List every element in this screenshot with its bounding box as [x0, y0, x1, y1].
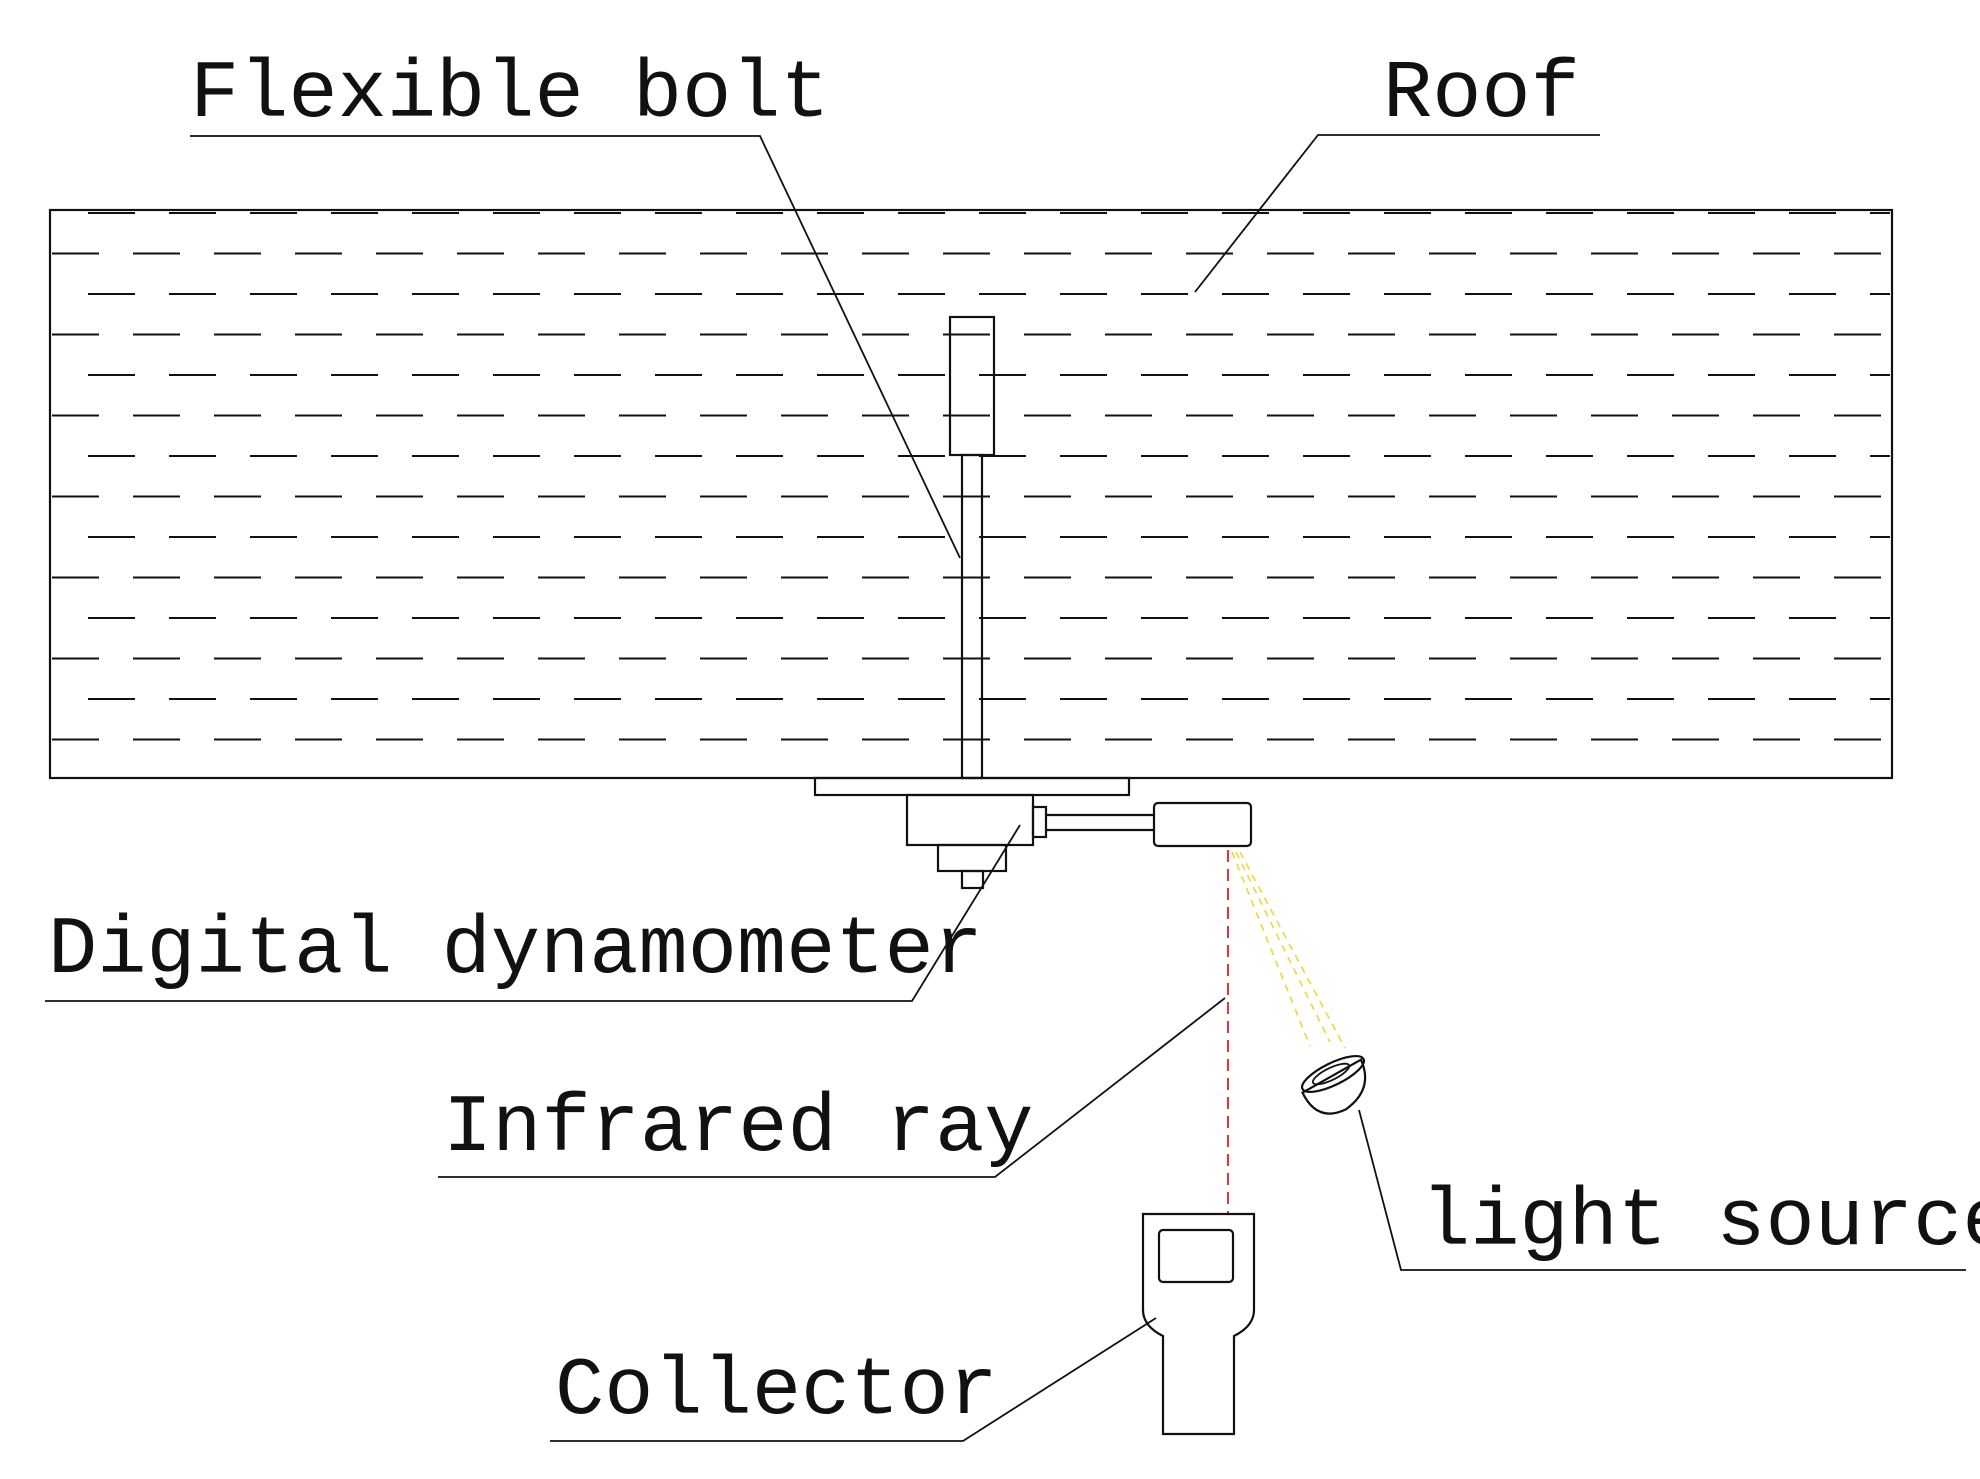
collector-screen [1157, 1228, 1235, 1284]
dynamometer-body [905, 793, 1035, 847]
collector-device [1141, 1212, 1256, 1436]
light-source-beams [1231, 851, 1346, 1049]
label-roof: Roof [1383, 48, 1580, 141]
collector-body [1141, 1212, 1256, 1436]
leader-lines [45, 134, 1966, 1442]
light-beam-3 [1239, 851, 1346, 1049]
roof-hatching [52, 212, 1890, 741]
infrared-emitter [1152, 801, 1253, 848]
label-flexible-bolt: Flexible bolt [190, 48, 830, 141]
bolt-anchor-head [948, 315, 996, 457]
digital-dynamometer-assembly [813, 776, 1253, 890]
leader-flexible-bolt [190, 135, 961, 559]
roof-block [48, 208, 1894, 780]
roof-outline [48, 208, 1894, 780]
leader-light-source [1358, 1109, 1966, 1271]
dynamometer-nut [960, 869, 985, 890]
light-beam-1 [1231, 851, 1311, 1047]
lamp-rim [1300, 1055, 1366, 1093]
label-collector: Collector [555, 1345, 998, 1438]
light-beam-2 [1235, 851, 1331, 1043]
leader-roof [1194, 134, 1600, 293]
label-infrared-ray: Infrared ray [443, 1082, 1034, 1175]
dynamometer-connector [1031, 805, 1048, 839]
leader-digital-dynamometer [45, 824, 1021, 1002]
label-light-source: light source [1421, 1176, 1980, 1269]
lamp-bowl [1301, 1058, 1367, 1115]
leader-collector [550, 1317, 1157, 1442]
bearing-plate [813, 776, 1131, 797]
lamp-inner [1311, 1062, 1351, 1086]
light-source-lamp [1300, 1055, 1367, 1115]
bolt-shank [960, 453, 984, 780]
flexible-bolt [948, 315, 996, 780]
label-digital-dynamometer: Digital dynamometer [48, 904, 983, 997]
dynamometer-lower-block [936, 843, 1008, 873]
leader-infrared-ray [438, 997, 1226, 1178]
